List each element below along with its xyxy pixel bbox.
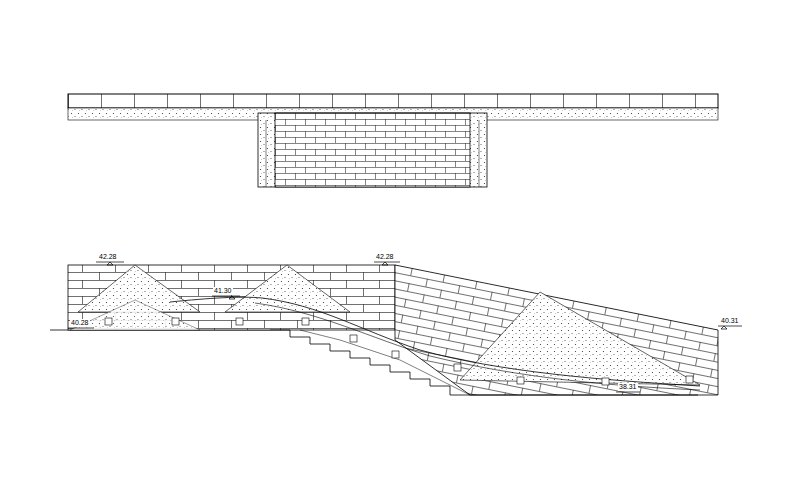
elevation-label: 40.28 <box>70 319 90 327</box>
elevation-label: 40.31 <box>720 317 740 325</box>
elevation-label: 41.30 <box>213 287 233 295</box>
elevation-label: 42.28 <box>375 253 395 261</box>
elevation-label: 38.31 <box>618 383 638 391</box>
elevation-label: 42.28 <box>98 253 118 261</box>
